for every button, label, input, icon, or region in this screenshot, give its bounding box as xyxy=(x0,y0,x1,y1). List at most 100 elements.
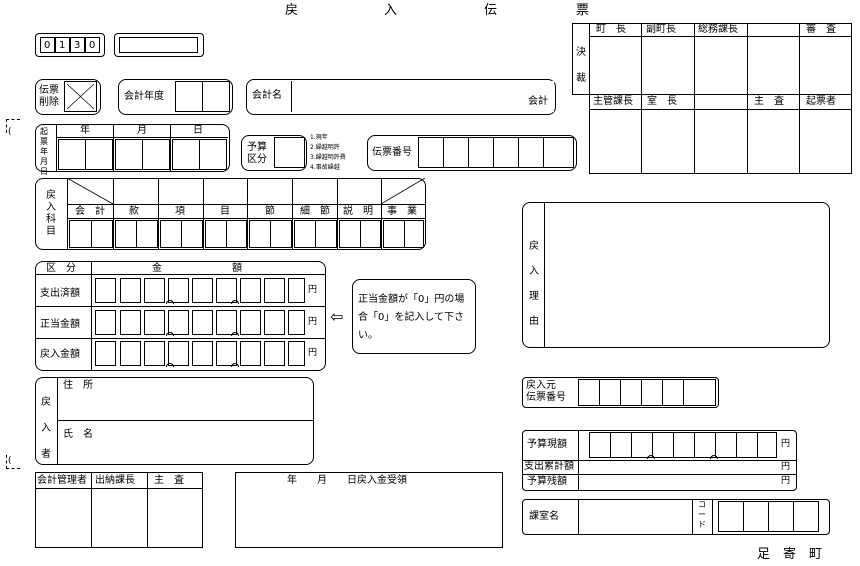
subject-cell[interactable] xyxy=(270,220,292,248)
amount-digit-cell[interactable] xyxy=(288,278,305,303)
subject-cell[interactable] xyxy=(404,220,424,248)
voucher-digit-3[interactable] xyxy=(468,137,494,168)
code-digit-2[interactable]: 1 xyxy=(55,37,70,53)
subject-cell[interactable] xyxy=(249,220,271,248)
amount-digit-cell[interactable] xyxy=(168,310,189,335)
amount-digit-cell[interactable] xyxy=(168,278,189,303)
orig-voucher-digit-4[interactable] xyxy=(641,379,663,406)
budget-digit-cell[interactable] xyxy=(715,432,737,458)
subject-cell[interactable] xyxy=(205,220,227,248)
voucher-digit-4[interactable] xyxy=(493,137,519,168)
date-day-digit-1[interactable] xyxy=(172,139,200,170)
amount-header-amount: 金 額 xyxy=(152,263,242,274)
sign-header-treasury-chief: 出納課長 xyxy=(95,475,135,486)
top-blank-field[interactable] xyxy=(119,37,198,53)
dept-code-digit-1[interactable] xyxy=(718,501,744,532)
subject-cell[interactable] xyxy=(91,220,113,248)
date-year-digit-1[interactable] xyxy=(58,139,86,170)
date-day-digit-2[interactable] xyxy=(199,139,227,170)
date-month-digit-1[interactable] xyxy=(115,139,143,170)
subject-header-project: 事 業 xyxy=(387,206,417,217)
budget-digit-cell[interactable] xyxy=(589,432,611,458)
code-digit-1[interactable]: 0 xyxy=(40,37,55,53)
dept-code-digit-2[interactable] xyxy=(743,501,769,532)
amount-digit-cell[interactable] xyxy=(192,278,213,303)
date-year-digit-2[interactable] xyxy=(85,139,113,170)
amount-digit-cell[interactable] xyxy=(240,310,261,335)
voucher-digit-1[interactable] xyxy=(418,137,444,168)
subject-cell[interactable] xyxy=(294,220,316,248)
orig-voucher-digit-6[interactable] xyxy=(683,379,716,406)
code-digit-4[interactable]: 0 xyxy=(85,37,100,53)
amount-row-paid: 支出済額 xyxy=(40,288,80,299)
amount-digit-cell[interactable] xyxy=(216,278,237,303)
budget-digit-cell[interactable] xyxy=(652,432,674,458)
amount-digit-cell[interactable] xyxy=(264,278,285,303)
amount-digit-cell[interactable] xyxy=(264,341,285,366)
amount-digit-cell[interactable] xyxy=(216,341,237,366)
budget-class-field[interactable] xyxy=(274,137,305,168)
subject-cell[interactable] xyxy=(339,220,361,248)
subject-cell[interactable] xyxy=(315,220,337,248)
dept-name-field[interactable] xyxy=(580,501,690,533)
amount-digit-cell[interactable] xyxy=(240,341,261,366)
amount-digit-cell[interactable] xyxy=(144,310,165,335)
dept-code-digit-3[interactable] xyxy=(768,501,794,532)
sign-table xyxy=(35,472,203,548)
code-digit-3[interactable]: 3 xyxy=(70,37,85,53)
amount-digit-cell[interactable] xyxy=(95,341,116,366)
subject-cell[interactable] xyxy=(181,220,203,248)
subject-cell[interactable] xyxy=(360,220,381,248)
date-month-digit-2[interactable] xyxy=(142,139,170,170)
budget-digit-cell[interactable] xyxy=(736,432,758,458)
payer-name-field[interactable] xyxy=(100,423,310,461)
fiscal-year-digit-2[interactable] xyxy=(202,81,230,112)
orig-voucher-digit-3[interactable] xyxy=(620,379,642,406)
approval-top-row xyxy=(589,23,852,95)
delete-checkbox[interactable] xyxy=(64,81,97,112)
voucher-digit-5[interactable] xyxy=(518,137,544,168)
account-name-field[interactable] xyxy=(291,81,554,112)
amount-digit-cell[interactable] xyxy=(144,341,165,366)
date-header-year: 年 xyxy=(80,125,90,136)
approval-header-inspector: 主 査 xyxy=(754,96,784,107)
amount-digit-cell[interactable] xyxy=(264,310,285,335)
amount-digit-cell[interactable] xyxy=(120,310,141,335)
reason-field[interactable] xyxy=(546,204,826,346)
amount-digit-cell[interactable] xyxy=(216,310,237,335)
budget-class-option-1: 1.現年 xyxy=(310,134,328,141)
orig-voucher-digit-5[interactable] xyxy=(662,379,684,406)
payer-address-field[interactable] xyxy=(100,379,310,417)
orig-voucher-digit-1[interactable] xyxy=(578,379,600,406)
amount-digit-cell[interactable] xyxy=(144,278,165,303)
subject-header-explanation: 説 明 xyxy=(343,206,373,217)
subject-diagonal-left xyxy=(67,178,113,204)
budget-digit-cell[interactable] xyxy=(757,432,777,458)
subject-cell[interactable] xyxy=(69,220,92,248)
amount-digit-cell[interactable] xyxy=(95,278,116,303)
subject-cell[interactable] xyxy=(160,220,182,248)
subject-cell[interactable] xyxy=(136,220,158,248)
thousands-separator-mark xyxy=(231,300,239,304)
budget-digit-cell[interactable] xyxy=(610,432,632,458)
amount-digit-cell[interactable] xyxy=(120,341,141,366)
fiscal-year-digit-1[interactable] xyxy=(175,81,203,112)
amount-digit-cell[interactable] xyxy=(95,310,116,335)
amount-digit-cell[interactable] xyxy=(168,341,189,366)
subject-header-kou: 項 xyxy=(175,206,185,217)
amount-digit-cell[interactable] xyxy=(192,341,213,366)
amount-digit-cell[interactable] xyxy=(192,310,213,335)
voucher-digit-6[interactable] xyxy=(543,137,574,168)
amount-digit-cell[interactable] xyxy=(120,278,141,303)
dept-code-digit-4[interactable] xyxy=(793,501,819,532)
orig-voucher-digit-2[interactable] xyxy=(599,379,621,406)
voucher-digit-2[interactable] xyxy=(443,137,469,168)
amount-digit-cell[interactable] xyxy=(240,278,261,303)
budget-class-option-4: 4.事故繰越 xyxy=(310,164,340,171)
subject-cell[interactable] xyxy=(115,220,137,248)
budget-digit-cell[interactable] xyxy=(673,432,695,458)
amount-digit-cell[interactable] xyxy=(288,341,305,366)
subject-cell[interactable] xyxy=(226,220,247,248)
subject-cell[interactable] xyxy=(383,220,405,248)
amount-digit-cell[interactable] xyxy=(288,310,305,335)
